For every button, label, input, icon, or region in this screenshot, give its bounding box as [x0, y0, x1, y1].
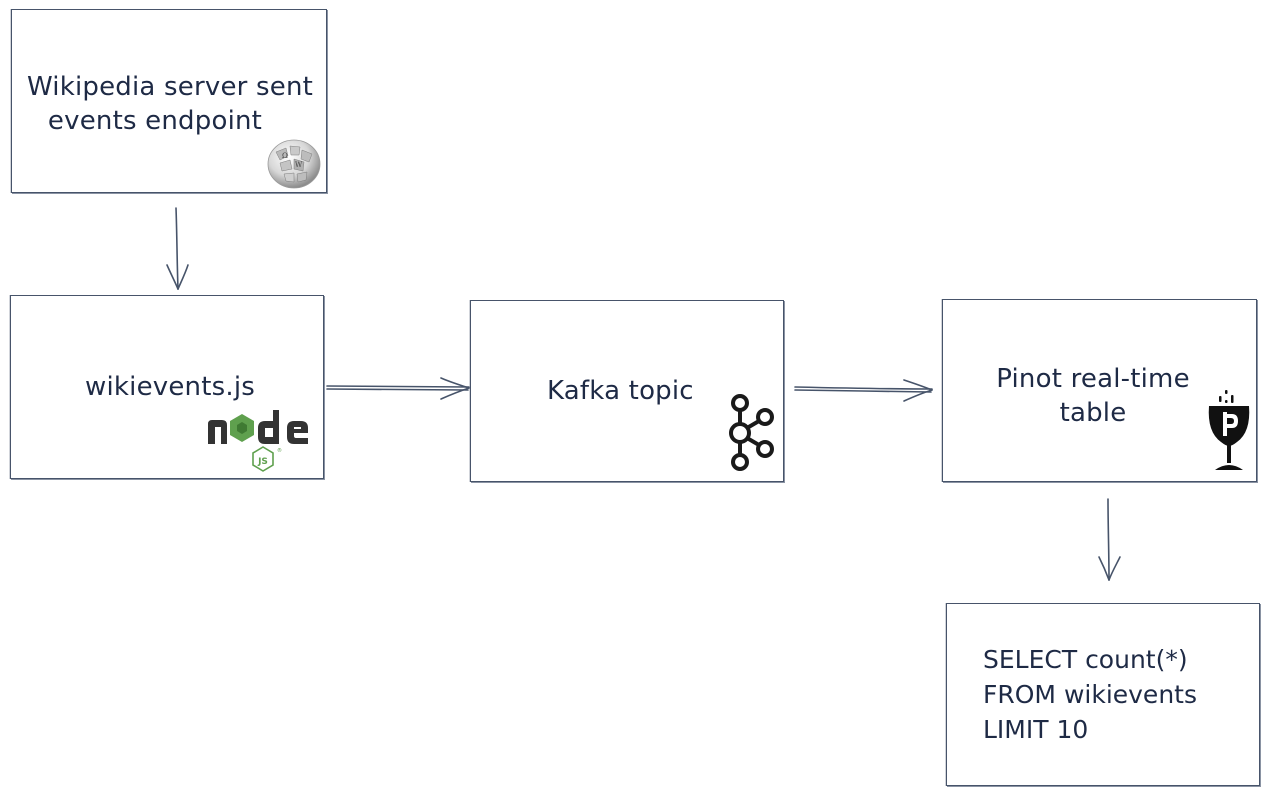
arrow-wikievents-to-kafka: [326, 377, 470, 400]
nodejs-icon: JS ®: [208, 410, 308, 472]
pinot-icon: [1208, 390, 1250, 470]
sql-query-text: SELECT count(*) FROM wikievents LIMIT 10: [983, 642, 1197, 747]
wikipedia-endpoint-box: Wikipedia server sent events endpoint Ω …: [11, 9, 327, 193]
arrow-wikipedia-to-wikievents: [166, 207, 189, 290]
sql-query-line-2: FROM wikievents: [983, 680, 1197, 709]
svg-text:W: W: [295, 161, 303, 169]
pinot-table-label: Pinot real-time table: [996, 364, 1190, 428]
kafka-topic-label: Kafka topic: [547, 376, 694, 406]
nodejs-badge-text: JS: [257, 457, 268, 467]
pinot-table-box: Pinot real-time table: [942, 299, 1257, 482]
arrow-pinot-to-query: [1098, 498, 1121, 581]
wikievents-js-label: wikievents.js: [85, 372, 256, 402]
wikievents-js-box: wikievents.js JS ®: [10, 295, 324, 479]
kafka-topic-box: Kafka topic: [470, 300, 784, 482]
svg-text:Ω: Ω: [282, 152, 288, 160]
arrow-kafka-to-pinot: [794, 379, 933, 402]
svg-text:®: ®: [277, 447, 282, 454]
sql-query-line-3: LIMIT 10: [983, 715, 1089, 744]
sql-query-box: SELECT count(*) FROM wikievents LIMIT 10: [946, 603, 1260, 786]
kafka-icon: [729, 394, 774, 471]
wikipedia-globe-icon: Ω W: [267, 139, 321, 189]
wikipedia-endpoint-label: Wikipedia server sent events endpoint: [26, 72, 314, 136]
sql-query-line-1: SELECT count(*): [983, 645, 1188, 674]
